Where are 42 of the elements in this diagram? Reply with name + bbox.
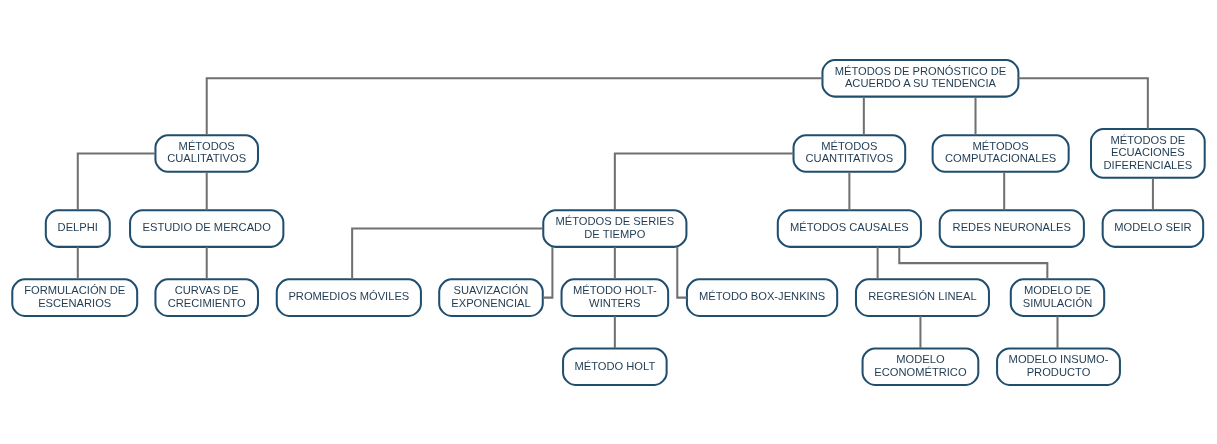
node-box: MÉTODOS DE ECUACIONES DIFERENCIALES xyxy=(1089,127,1206,179)
node-box: PROMEDIOS MÓVILES xyxy=(275,277,422,317)
node-box: DELPHI xyxy=(44,208,111,248)
connector xyxy=(205,171,208,210)
connector xyxy=(613,151,794,210)
connector xyxy=(1018,76,1149,129)
node-box: MÉTODO HOLT xyxy=(562,346,668,386)
connector xyxy=(1151,177,1154,210)
node-box: ESTUDIO DE MERCADO xyxy=(129,208,285,248)
node-box: MODELO INSUMO-PRODUCTO xyxy=(996,346,1121,386)
connector xyxy=(876,246,879,279)
node-box: MODELO SEIR xyxy=(1101,208,1205,248)
connector xyxy=(205,76,823,135)
connector xyxy=(1003,171,1006,210)
connector xyxy=(351,227,544,279)
node-box: MÉTODOS DE SERIES DE TIEMPO xyxy=(542,208,688,248)
node-box: MÉTODOS CAUSALES xyxy=(776,208,922,248)
node-box: MÉTODOS CUANTITATIVOS xyxy=(792,133,907,173)
connector xyxy=(205,246,208,279)
node-box: MÉTODOS DE PRONÓSTICO DE ACUERDO A SU TENDENCIA xyxy=(821,58,1020,98)
node-box: MÉTODO HOLT-WINTERS xyxy=(560,277,670,317)
node-box: REGRESIÓN LINEAL xyxy=(854,277,990,317)
connector xyxy=(76,246,79,279)
connector xyxy=(676,246,687,299)
node-box: MÉTODO BOX-JENKINS xyxy=(685,277,839,317)
connector xyxy=(974,96,977,135)
connector xyxy=(76,151,156,210)
connector xyxy=(1056,315,1059,348)
node-box: MÉTODOS COMPUTACIONALES xyxy=(931,133,1070,173)
connector xyxy=(862,96,865,135)
node-box: FORMULACIÓN DE ESCENARIOS xyxy=(11,277,139,317)
node-box: REDES NEURONALES xyxy=(938,208,1085,248)
connector xyxy=(848,171,851,210)
connector xyxy=(919,315,922,348)
node-box: MODELO DE SIMULACIÓN xyxy=(1009,277,1106,317)
connector xyxy=(613,246,616,279)
node-box: CURVAS DE CRECIMIENTO xyxy=(154,277,259,317)
connector xyxy=(613,315,616,348)
node-box: MODELO ECONOMÉTRICO xyxy=(861,346,980,386)
node-box: MÉTODOS CUALITATIVOS xyxy=(154,133,259,173)
connector xyxy=(542,246,554,299)
node-box: SUAVIZACIÓN EXPONENCIAL xyxy=(438,277,544,317)
